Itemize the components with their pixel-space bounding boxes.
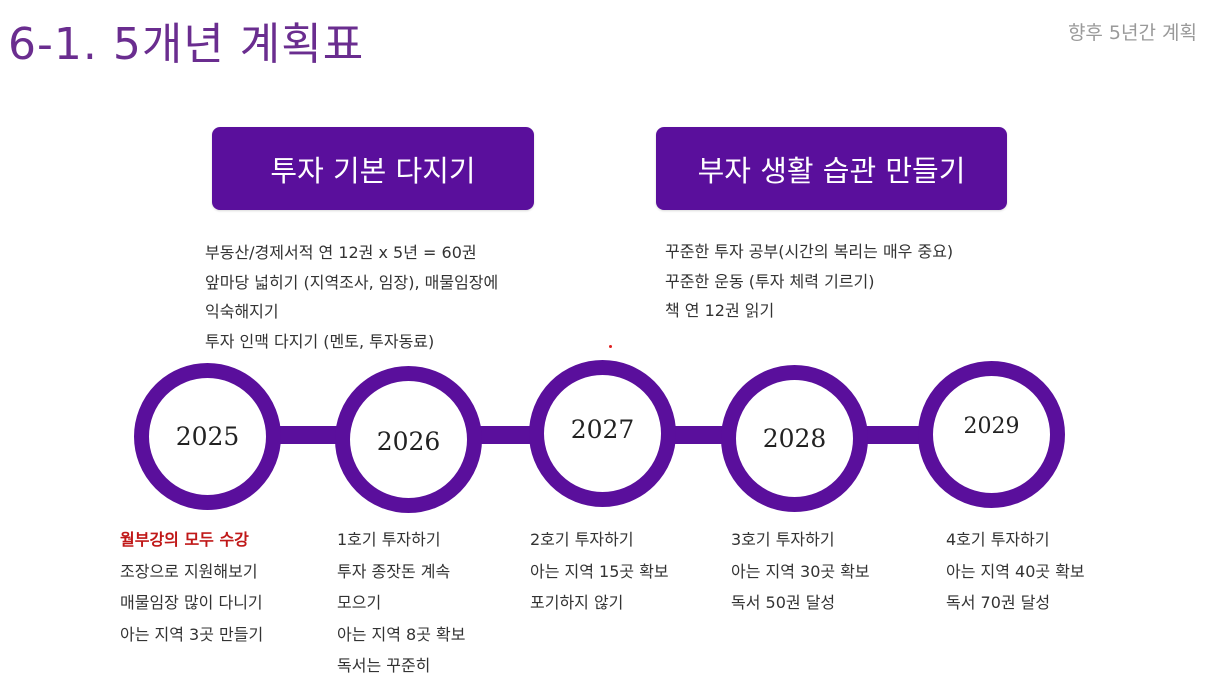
plan-item: 1호기 투자하기 (337, 530, 441, 549)
plan-item: 아는 지역 40곳 확보 (946, 561, 1085, 581)
plan-item: 아는 지역 15곳 확보 (530, 561, 669, 581)
goal-item: 꾸준한 투자 공부(시간의 복리는 매우 중요) (665, 242, 954, 261)
goal-item: 책 연 12권 읽기 (665, 301, 775, 320)
goal-item: 익숙해지기 (205, 302, 279, 321)
year-circle-2026: 2026 (335, 366, 482, 513)
goals-left-list: 부동산/경제서적 연 12권 x 5년 = 60권 앞마당 넓히기 (지역조사,… (205, 238, 605, 356)
year-circle-2025: 2025 (134, 363, 281, 510)
plan-item: 4호기 투자하기 (946, 530, 1050, 549)
goal-item: 앞마당 넓히기 (지역조사, 임장), 매물임장에 (205, 272, 499, 292)
plan-item-highlight: 월부강의 모두 수강 (120, 530, 249, 549)
plan-item: 아는 지역 30곳 확보 (731, 561, 870, 581)
year-label: 2029 (963, 414, 1020, 439)
plan-item: 아는 지역 3곳 만들기 (120, 624, 264, 644)
goal-item: 투자 인맥 다지기 (멘토, 투자동료) (205, 331, 435, 351)
plan-column-2025: 월부강의 모두 수강 조장으로 지원해보기 매물임장 많이 다니기 아는 지역 … (120, 524, 263, 650)
plan-item: 매물임장 많이 다니기 (120, 593, 263, 612)
plan-column-2029: 4호기 투자하기 아는 지역 40곳 확보 독서 70권 달성 (946, 524, 1085, 619)
plan-item: 3호기 투자하기 (731, 530, 835, 549)
goals-right-list: 꾸준한 투자 공부(시간의 복리는 매우 중요) 꾸준한 운동 (투자 체력 기… (665, 237, 1085, 326)
plan-item: 2호기 투자하기 (530, 530, 634, 549)
goal-item: 부동산/경제서적 연 12권 x 5년 = 60권 (205, 243, 477, 262)
plan-column-2027: 2호기 투자하기 아는 지역 15곳 확보 포기하지 않기 (530, 524, 669, 619)
year-label: 2025 (175, 422, 240, 451)
plan-item: 조장으로 지원해보기 (120, 561, 258, 581)
plan-item: 투자 종잣돈 계속 (337, 561, 451, 581)
plan-item: 아는 지역 8곳 확보 (337, 624, 466, 644)
year-label: 2027 (570, 415, 635, 444)
year-circle-2029: 2029 (918, 361, 1065, 508)
year-circle-2028: 2028 (721, 365, 868, 512)
goal-item: 꾸준한 운동 (투자 체력 기르기) (665, 271, 875, 291)
page-title: 6-1. 5개년 계획표 (8, 19, 365, 70)
year-circle-2027: 2027 (529, 360, 676, 507)
banner-investment-basics: 투자 기본 다지기 (212, 127, 534, 210)
plan-item: 독서는 꾸준히 (337, 656, 431, 675)
plan-column-2026: 1호기 투자하기 투자 종잣돈 계속 모으기 아는 지역 8곳 확보 독서는 꾸… (337, 524, 465, 682)
red-dot-mark (609, 345, 612, 348)
plan-item: 포기하지 않기 (530, 593, 624, 612)
page-subtitle: 향후 5년간 계획 (1067, 22, 1197, 44)
plan-item: 모으기 (337, 593, 382, 612)
banner-wealth-habits: 부자 생활 습관 만들기 (656, 127, 1007, 210)
plan-item: 독서 50권 달성 (731, 593, 836, 612)
plan-item: 독서 70권 달성 (946, 593, 1051, 612)
year-label: 2028 (762, 424, 827, 453)
plan-column-2028: 3호기 투자하기 아는 지역 30곳 확보 독서 50권 달성 (731, 524, 870, 619)
year-label: 2026 (376, 427, 441, 456)
